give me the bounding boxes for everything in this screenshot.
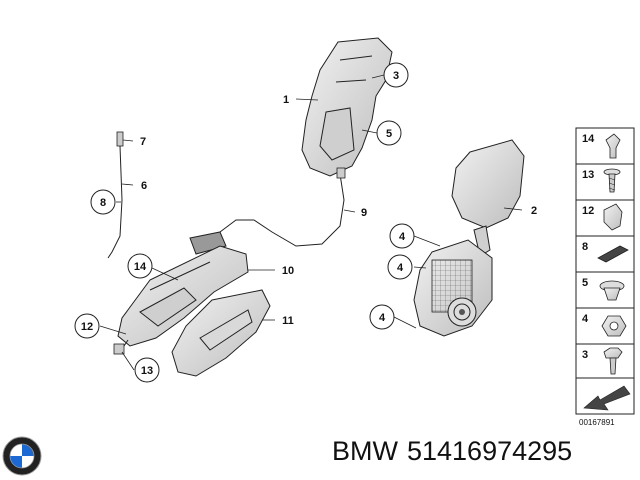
legend-num-14: 14 — [582, 133, 595, 145]
part-lock-cover — [301, 37, 393, 177]
leader-lines — [99, 74, 523, 371]
legend-num-12: 12 — [582, 205, 594, 217]
callout-2: 2 — [531, 205, 537, 217]
legend-num-3: 3 — [582, 349, 588, 361]
part-number: 51416974295 — [406, 436, 573, 466]
small-parts-legend: 14 13 12 8 5 4 3 — [575, 127, 635, 415]
callout-4-lower: 4 — [369, 304, 395, 330]
callout-4-middle: 4 — [387, 254, 413, 280]
bolt-icon — [603, 347, 623, 375]
svg-text:12: 12 — [81, 321, 93, 333]
part-handle-bezel — [171, 289, 271, 377]
svg-text:4: 4 — [399, 231, 406, 243]
callout-9: 9 — [361, 207, 367, 219]
callout-7: 7 — [140, 136, 146, 148]
clip-icon — [605, 133, 621, 159]
legend-num-13: 13 — [582, 169, 594, 181]
part-bowden-cable — [189, 167, 346, 255]
part-door-lock-actuator — [413, 139, 525, 337]
callout-1: 1 — [283, 94, 289, 106]
callout-13: 13 — [134, 357, 160, 383]
callout-11: 11 — [282, 315, 294, 327]
svg-text:4: 4 — [379, 312, 386, 324]
bmw-roundel-icon — [2, 436, 42, 476]
svg-text:5: 5 — [386, 128, 392, 140]
svg-text:3: 3 — [393, 70, 399, 82]
grommet-icon — [599, 280, 625, 301]
legend-num-4: 4 — [582, 313, 589, 325]
callout-8: 8 — [90, 189, 116, 215]
callout-4-upper: 4 — [389, 223, 415, 249]
callout-6: 6 — [141, 180, 147, 192]
direction-arrow-icon — [583, 385, 631, 411]
foam-pad-icon — [597, 245, 629, 263]
legend-num-5: 5 — [582, 277, 588, 289]
callout-5: 5 — [376, 120, 402, 146]
callout-3: 3 — [383, 62, 409, 88]
diagram-id: 00167891 — [579, 418, 615, 427]
legend-num-8: 8 — [582, 241, 588, 253]
screw-icon — [603, 168, 621, 193]
svg-text:4: 4 — [397, 262, 404, 274]
callout-14: 14 — [127, 253, 153, 279]
callout-12: 12 — [74, 313, 100, 339]
hex-nut-icon — [601, 315, 627, 337]
callout-10: 10 — [282, 265, 294, 277]
svg-text:13: 13 — [141, 365, 153, 377]
svg-text:8: 8 — [100, 197, 106, 209]
brand-name: BMW — [332, 436, 398, 466]
expanding-nut-icon — [603, 203, 623, 231]
svg-text:14: 14 — [134, 261, 147, 273]
part-caption: BMW 51416974295 — [332, 436, 581, 467]
part-lock-rod — [107, 131, 124, 259]
part-handle-carrier — [113, 245, 249, 355]
